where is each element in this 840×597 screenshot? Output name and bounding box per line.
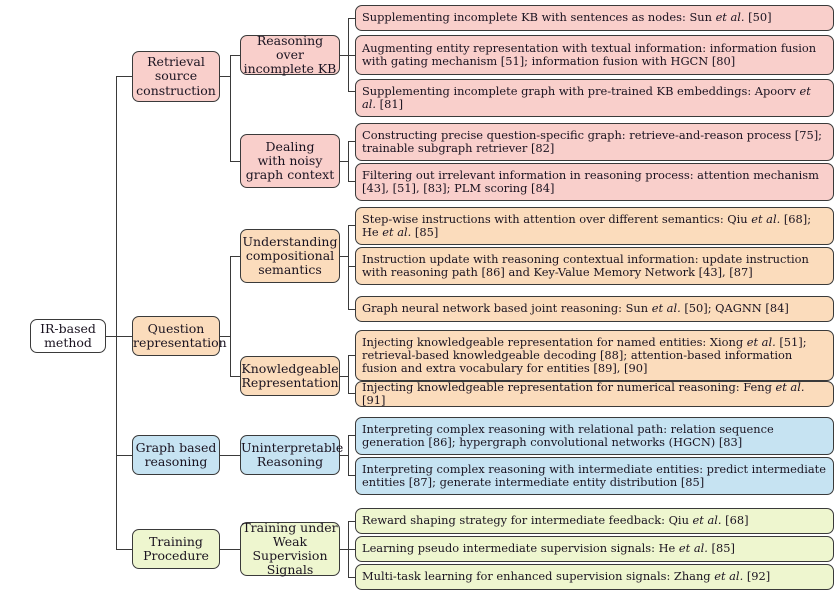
connector-branch-0-out <box>220 76 230 77</box>
connector-sub-1-0-spine <box>348 225 349 309</box>
connector-branch-3 <box>116 549 132 550</box>
connector-sub-1-0 <box>230 256 240 257</box>
connector-leaf-2-0-1 <box>348 475 355 476</box>
connector-sub-1-1 <box>230 376 240 377</box>
leaf-node-0-0-2[interactable]: Supplementing incomplete graph with pre-… <box>355 79 834 117</box>
connector-branch-3-out <box>220 549 240 550</box>
leaf-node-3-0-1-label: Learning pseudo intermediate supervision… <box>362 541 735 555</box>
connector-root-stub <box>106 336 116 337</box>
connector-leaf-1-1-1 <box>348 393 355 394</box>
leaf-node-1-1-0-label: Injecting knowledgeable representation f… <box>362 334 807 375</box>
leaf-node-0-1-0-label: Constructing precise question-specific g… <box>362 127 823 155</box>
leaf-node-3-0-1[interactable]: Learning pseudo intermediate supervision… <box>355 536 834 562</box>
connector-branch-0 <box>116 76 132 77</box>
connector-sub-0-0-out <box>340 55 348 56</box>
connector-leaf-0-1-0 <box>348 141 355 142</box>
leaf-node-0-0-1-label: Augmenting entity representation with te… <box>362 40 817 68</box>
leaf-node-0-1-1[interactable]: Filtering out irrelevant information in … <box>355 163 834 201</box>
connector-branch-2 <box>116 455 132 456</box>
leaf-node-1-0-0-label: Step-wise instructions with attention ov… <box>362 211 812 239</box>
leaf-node-2-0-1-label: Interpreting complex reasoning with inte… <box>362 461 826 489</box>
leaf-node-0-0-0-label: Supplementing incomplete KB with sentenc… <box>362 10 772 24</box>
leaf-node-0-1-1-label: Filtering out irrelevant information in … <box>362 167 819 195</box>
connector-leaf-3-0-2 <box>348 577 355 578</box>
connector-leaf-1-0-1 <box>348 266 355 267</box>
connector-leaf-1-0-0 <box>348 225 355 226</box>
leaf-node-0-1-0[interactable]: Constructing precise question-specific g… <box>355 123 834 161</box>
connector-branch-1-spine <box>230 256 231 376</box>
connector-sub-0-0 <box>230 55 240 56</box>
connector-sub-1-0-out <box>340 256 348 257</box>
leaf-node-1-0-0[interactable]: Step-wise instructions with attention ov… <box>355 207 834 245</box>
connector-sub-1-1-spine <box>348 355 349 393</box>
leaf-node-3-0-0[interactable]: Reward shaping strategy for intermediate… <box>355 508 834 534</box>
connector-branch-1 <box>116 336 132 337</box>
leaf-node-3-0-2[interactable]: Multi-task learning for enhanced supervi… <box>355 564 834 590</box>
connector-leaf-3-0-1 <box>348 549 355 550</box>
leaf-node-0-0-2-label: Supplementing incomplete graph with pre-… <box>362 83 811 111</box>
leaf-node-1-0-2-label: Graph neural network based joint reasoni… <box>362 301 789 315</box>
leaf-node-3-0-2-label: Multi-task learning for enhanced supervi… <box>362 569 771 583</box>
connector-leaf-0-0-0 <box>348 18 355 19</box>
connector-sub-1-1-out <box>340 376 348 377</box>
leaf-node-2-0-1[interactable]: Interpreting complex reasoning with inte… <box>355 457 834 495</box>
connector-branch-1-out <box>220 336 230 337</box>
connector-branch-0-spine <box>230 55 231 161</box>
connector-sub-0-1-out <box>340 161 348 162</box>
connector-sub-0-1 <box>230 161 240 162</box>
connector-branch-2-out <box>220 455 240 456</box>
leaf-node-1-1-0[interactable]: Injecting knowledgeable representation f… <box>355 330 834 381</box>
connector-sub-3-0-out <box>340 549 348 550</box>
connector-sub-0-1-spine <box>348 141 349 181</box>
connector-root-spine <box>116 76 117 549</box>
connector-leaf-1-0-2 <box>348 309 355 310</box>
leaf-node-0-0-0[interactable]: Supplementing incomplete KB with sentenc… <box>355 5 834 31</box>
connector-leaf-1-1-0 <box>348 355 355 356</box>
connector-sub-0-0-spine <box>348 18 349 91</box>
connector-leaf-3-0-0 <box>348 521 355 522</box>
leaf-node-0-0-1[interactable]: Augmenting entity representation with te… <box>355 35 834 75</box>
leaf-node-2-0-0-label: Interpreting complex reasoning with rela… <box>362 421 774 449</box>
leaf-node-1-0-2[interactable]: Graph neural network based joint reasoni… <box>355 296 834 322</box>
connector-leaf-0-0-1 <box>348 55 355 56</box>
leaf-node-2-0-0[interactable]: Interpreting complex reasoning with rela… <box>355 417 834 455</box>
connector-leaf-2-0-0 <box>348 435 355 436</box>
leaf-node-1-1-1[interactable]: Injecting knowledgeable representation f… <box>355 379 834 407</box>
connector-leaf-0-0-2 <box>348 91 355 92</box>
connector-sub-2-0-out <box>340 455 348 456</box>
leaf-node-1-1-1-label: Injecting knowledgeable representation f… <box>362 379 805 407</box>
leaf-node-1-0-1-label: Instruction update with reasoning contex… <box>362 251 809 279</box>
connector-sub-2-0-spine <box>348 435 349 475</box>
leaf-node-3-0-0-label: Reward shaping strategy for intermediate… <box>362 513 749 527</box>
leaf-node-1-0-1[interactable]: Instruction update with reasoning contex… <box>355 247 834 285</box>
connector-leaf-0-1-1 <box>348 181 355 182</box>
